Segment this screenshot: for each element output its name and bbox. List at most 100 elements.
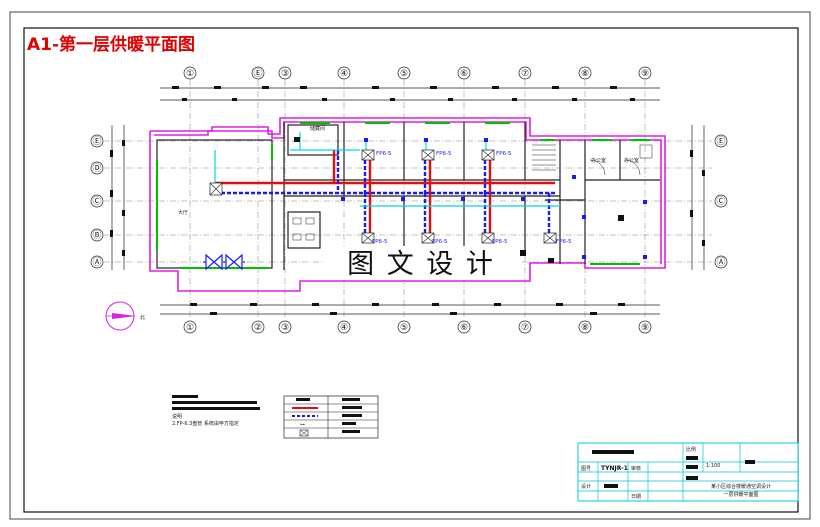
room-label-storage: 储藏间 — [310, 125, 325, 132]
axis-marker: Ⓑ — [90, 228, 104, 242]
axis-marker: Ⓔ — [714, 134, 728, 148]
note-line: 2.FP-6.3盘管 系统由甲方指定 — [172, 420, 239, 427]
axis-marker: ⑤ — [397, 66, 411, 80]
svg-text:①: ① — [186, 69, 194, 79]
interior-walls — [156, 122, 660, 270]
svg-text:FP6-5: FP6-5 — [432, 239, 448, 245]
axis-marker: ⑨ — [638, 66, 652, 80]
watermark-text: 图 文 设 计 — [347, 249, 495, 280]
fan-coil-unit: FP6-5 — [421, 149, 452, 161]
dimension-ticks — [110, 86, 705, 315]
title-block-drawing-no: TYNJR-1 — [601, 465, 628, 472]
svg-text:⑨: ⑨ — [641, 323, 649, 333]
inner-frame — [23, 27, 799, 513]
north-arrow-icon: 北 — [105, 301, 145, 331]
axis-marker: Ⓔ — [251, 66, 265, 80]
svg-text:Ⓔ: Ⓔ — [253, 68, 262, 79]
svg-text:Ⓓ: Ⓓ — [92, 163, 101, 174]
fan-coil-unit: FP6-5 — [481, 232, 508, 245]
title-block-date-label: 日期 — [631, 494, 641, 500]
legend-table: ⊶ — [283, 395, 379, 439]
svg-text:②: ② — [254, 323, 262, 333]
fan-coil-unit: FP6-5 — [421, 232, 448, 245]
svg-text:FP6-5: FP6-5 — [372, 239, 388, 245]
title-block-scale: 1:100 — [706, 463, 720, 469]
supply-pipes — [215, 150, 555, 235]
axis-marker: ① — [183, 320, 197, 334]
title-block-project: 某小区综合楼暖通空调设计 — [711, 483, 771, 490]
svg-text:Ⓔ: Ⓔ — [716, 136, 725, 147]
svg-text:FP6-5: FP6-5 — [436, 151, 452, 157]
title-block-check-label: 审核 — [631, 465, 641, 472]
svg-text:①: ① — [186, 323, 194, 333]
fan-coil-unit: FP6-5 — [543, 232, 572, 245]
svg-text:⑨: ⑨ — [641, 69, 649, 79]
bottom-axis-markers: ① ② ③ ④ ⑤ ⑥ ⑦ ⑧ ⑨ — [183, 320, 652, 334]
axis-marker: Ⓐ — [90, 255, 104, 269]
svg-text:FP6-5: FP6-5 — [496, 151, 512, 157]
svg-text:⑤: ⑤ — [400, 69, 408, 79]
svg-text:④: ④ — [340, 69, 348, 79]
title-block-sheet-name: 一层供暖平面图 — [723, 491, 758, 498]
axis-marker: Ⓒ — [90, 194, 104, 208]
svg-text:③: ③ — [281, 323, 289, 333]
axis-marker: ⑧ — [578, 66, 592, 80]
svg-text:⑥: ⑥ — [460, 69, 468, 79]
axis-marker: ⑤ — [397, 320, 411, 334]
axis-marker: ⑥ — [457, 320, 471, 334]
axis-marker: ⑦ — [518, 66, 532, 80]
left-axis-markers: Ⓔ Ⓓ Ⓒ Ⓑ Ⓐ — [90, 134, 104, 269]
svg-text:Ⓔ: Ⓔ — [92, 136, 101, 147]
svg-text:⑤: ⑤ — [400, 323, 408, 333]
right-axis-markers: Ⓔ Ⓒ Ⓐ — [714, 134, 728, 269]
room-label-office-a: 办公室 — [591, 157, 606, 164]
axis-marker: Ⓐ — [714, 255, 728, 269]
stair-details — [292, 144, 653, 241]
axis-marker: ⑦ — [518, 320, 532, 334]
drawing-title: A1-第一层供暖平面图 — [27, 34, 195, 55]
axis-marker: ⑨ — [638, 320, 652, 334]
return-pipes — [215, 150, 555, 235]
note-heading: 说明 — [172, 413, 182, 420]
hall-heaters — [203, 253, 245, 271]
svg-text:Ⓐ: Ⓐ — [92, 257, 101, 268]
legend-valve-symbol: ⊶ — [300, 422, 305, 428]
fan-coil-unit: FP6-5 — [361, 149, 392, 161]
svg-text:Ⓒ: Ⓒ — [716, 196, 725, 207]
axis-marker: ③ — [278, 66, 292, 80]
design-notes: 说明 2.FP-6.3盘管 系统由甲方指定 — [172, 395, 260, 427]
hall-fan-coil — [209, 182, 223, 196]
axis-marker: ② — [251, 320, 265, 334]
room-label-hall: 大厅 — [178, 209, 188, 216]
windows — [156, 122, 650, 269]
svg-text:⑥: ⑥ — [460, 323, 468, 333]
axis-marker: ④ — [337, 320, 351, 334]
svg-text:北: 北 — [140, 314, 145, 321]
fan-coil-unit: FP6-5 — [481, 149, 512, 161]
title-block-drawing-no-label: 图号 — [581, 466, 591, 472]
top-axis-markers: ① Ⓔ ③ ④ ⑤ ⑥ ⑦ ⑧ ⑨ — [183, 66, 652, 80]
axis-marker: ① — [183, 66, 197, 80]
svg-text:⑦: ⑦ — [521, 323, 529, 333]
svg-text:③: ③ — [281, 69, 289, 79]
axis-marker: ③ — [278, 320, 292, 334]
svg-text:⑧: ⑧ — [581, 323, 589, 333]
room-label-office-b: 办公室 — [624, 157, 639, 164]
svg-text:Ⓑ: Ⓑ — [92, 230, 101, 241]
axis-marker: ④ — [337, 66, 351, 80]
svg-text:FP6-5: FP6-5 — [376, 151, 392, 157]
svg-text:Ⓒ: Ⓒ — [92, 196, 101, 207]
svg-text:FP6-5: FP6-5 — [492, 239, 508, 245]
svg-text:⑧: ⑧ — [581, 69, 589, 79]
axis-marker: ⑥ — [457, 66, 471, 80]
axis-marker: Ⓒ — [714, 194, 728, 208]
axis-marker: Ⓔ — [90, 134, 104, 148]
svg-text:④: ④ — [340, 323, 348, 333]
svg-text:⑦: ⑦ — [521, 69, 529, 79]
fan-coil-unit: FP6-5 — [361, 232, 388, 245]
watermark-box — [322, 246, 520, 280]
axis-marker: ⑧ — [578, 320, 592, 334]
valve-markers — [341, 138, 647, 259]
